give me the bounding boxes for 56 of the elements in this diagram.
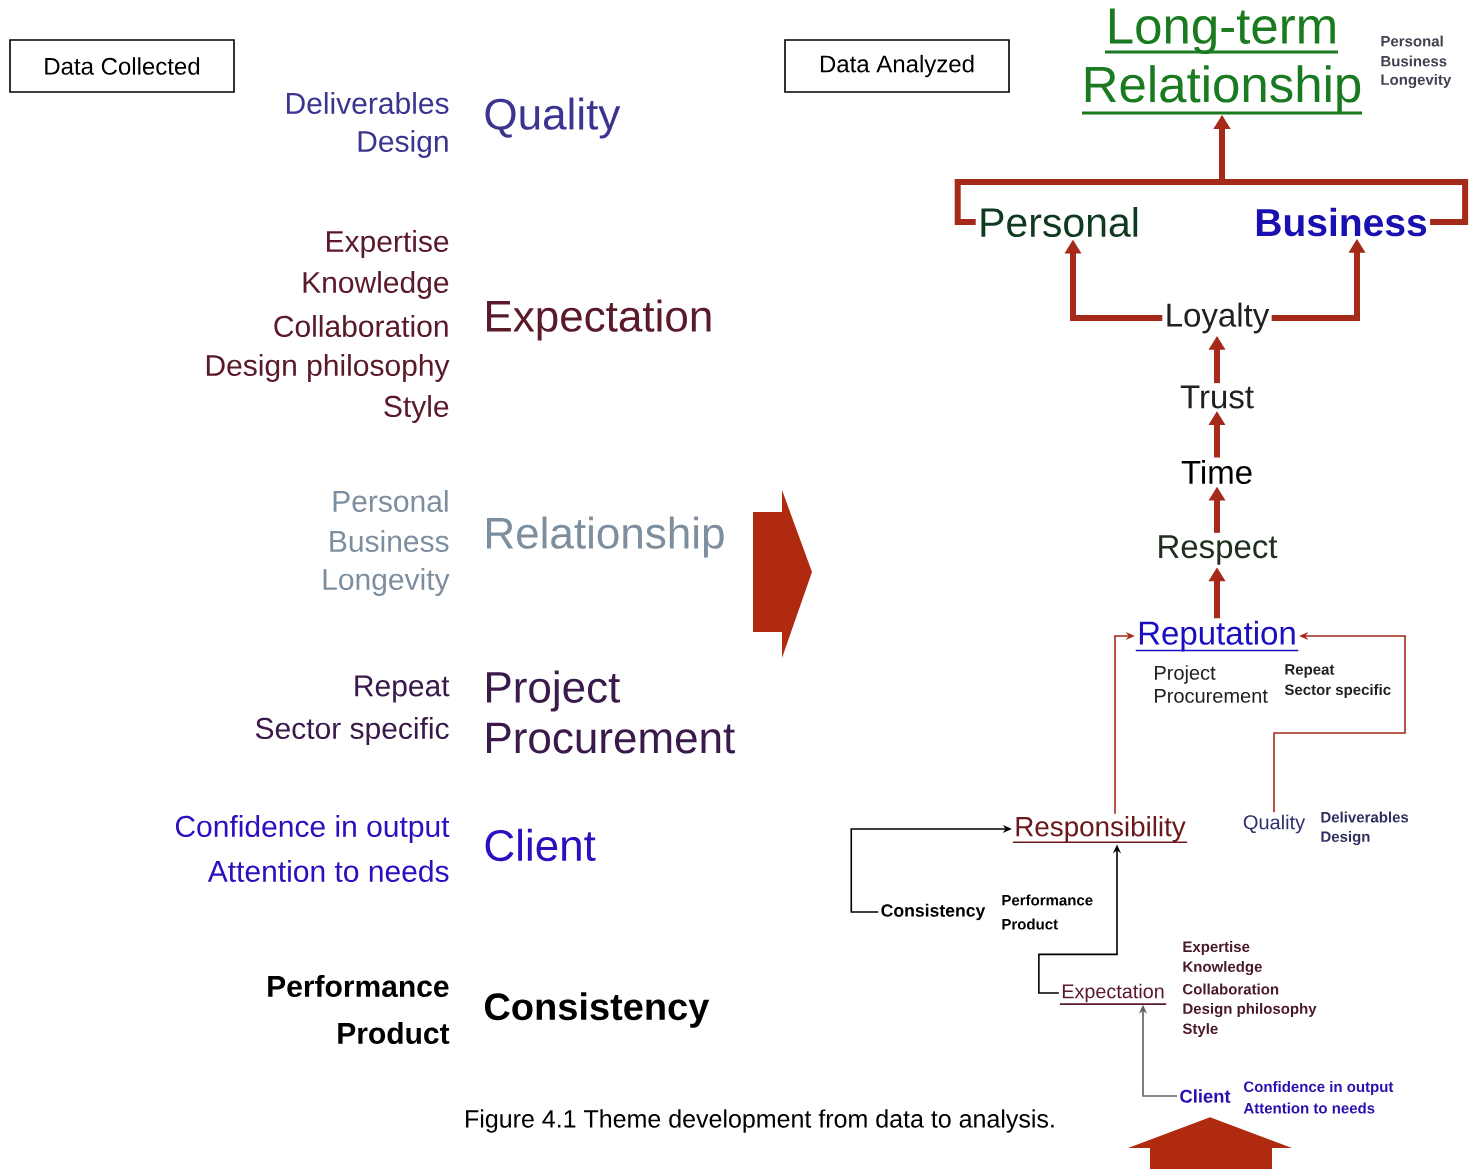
item-label: Design <box>358 130 448 158</box>
item-label: Product <box>338 1022 450 1044</box>
header-box: Data Collected <box>9 39 235 93</box>
theme-label: Quality <box>485 97 621 139</box>
item-label: Knowledge <box>303 271 449 299</box>
theme-label: Project Procurement <box>487 670 735 754</box>
theme-label: Expectation <box>487 299 711 341</box>
item-label: Sector specific <box>1284 684 1391 698</box>
item-label: Longevity <box>323 568 450 596</box>
theme-label: Respect <box>1159 535 1278 565</box>
caption: Figure 4.1 Theme development from data to analysis. <box>466 1109 1054 1133</box>
theme-label: Reputation <box>1135 620 1299 652</box>
item-label: Product <box>1002 918 1058 930</box>
item-label: Confidence in output <box>1244 1081 1394 1095</box>
item-label: Personal <box>1381 35 1443 47</box>
theme-label: Client <box>1180 1089 1231 1103</box>
theme-label: Consistency <box>484 992 710 1028</box>
item-label: Attention to needs <box>207 860 449 882</box>
theme-label: Loyalty <box>1167 302 1270 334</box>
item-label: Performance <box>1002 894 1093 906</box>
item-label: Repeat <box>355 675 450 703</box>
item-label: Deliverables <box>1321 811 1409 823</box>
block-arrow <box>1128 1117 1292 1169</box>
item-label: Personal <box>333 490 448 512</box>
theme-label: Quality <box>1243 814 1306 834</box>
theme-label: Consistency <box>881 903 986 921</box>
item-label: Expertise <box>327 230 449 258</box>
theme-label: Long-term Relationship <box>1082 8 1362 115</box>
theme-label: Trust <box>1180 385 1254 409</box>
item-label: Collaboration <box>1183 983 1279 995</box>
item-label: Deliverables <box>287 92 449 114</box>
theme-label: Relationship <box>487 516 724 558</box>
item-label: Repeat <box>1285 664 1335 678</box>
theme-label: Time <box>1181 459 1252 485</box>
item-label: Style <box>384 395 449 423</box>
theme-label: Personal <box>981 206 1138 238</box>
item-label: Attention to needs <box>1243 1102 1375 1114</box>
item-label: Business <box>330 530 449 552</box>
item-label: Design philosophy <box>206 354 450 382</box>
theme-label: Business <box>1256 207 1427 237</box>
item-label: Expertise <box>1183 941 1250 955</box>
item-label: Business <box>1381 55 1447 67</box>
item-label: Sector specific <box>255 717 449 745</box>
item-label: Style <box>1182 1023 1218 1037</box>
item-label: Design philosophy <box>1183 1003 1317 1018</box>
item-label: Performance <box>268 975 449 997</box>
item-label: Longevity <box>1381 74 1452 88</box>
theme-label: Responsibility <box>1012 816 1188 843</box>
item-label: Design <box>1321 831 1370 846</box>
theme-label: Expectation <box>1059 983 1167 1005</box>
item-label: Confidence in output <box>175 815 450 843</box>
item-label: Collaboration <box>274 315 448 337</box>
theme-label: Client <box>485 828 596 862</box>
item-label: Project Procurement <box>1155 665 1268 703</box>
header-box: Data Analyzed <box>784 39 1010 93</box>
item-label: Knowledge <box>1183 961 1262 976</box>
